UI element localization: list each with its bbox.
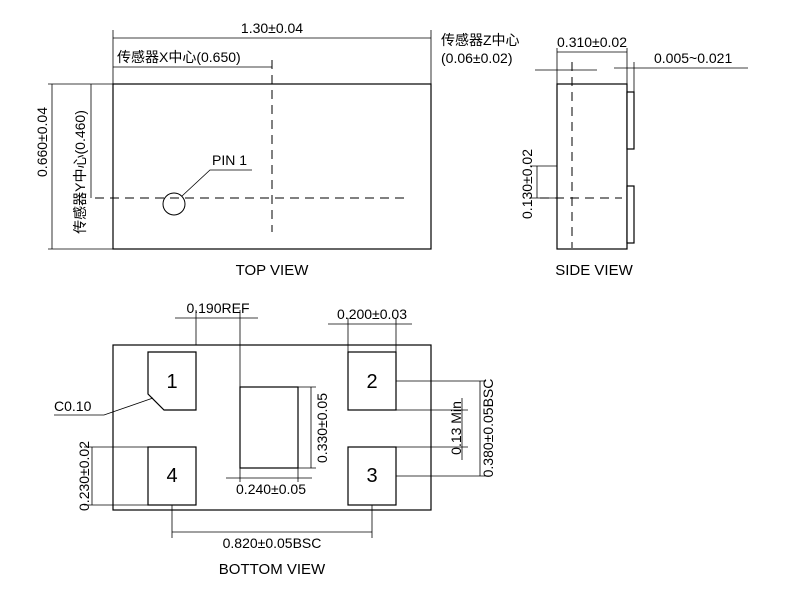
side-terminal-upper [626,91,635,150]
pad-width-dimension: 0.200±0.03 [337,306,407,322]
side-view-title: SIDE VIEW [555,262,633,279]
pad-height-dimension: 0.230±0.02 [76,441,92,511]
top-width-dimension: 1.30±0.04 [241,20,303,36]
pad-pitch-x-dimension: 0.820±0.05BSC [223,535,322,551]
side-thickness-dimension: 0.310±0.02 [557,34,627,50]
side-height-dimension: 0.130±0.02 [519,149,535,219]
center-pad-height-dimension: 0.330±0.05 [314,393,330,463]
pad-1-number: 1 [166,371,177,393]
center-pad-width-dimension: 0.240±0.05 [236,481,306,497]
bottom-view-title: BOTTOM VIEW [219,561,326,578]
pin1-marker-circle [162,192,186,216]
ref-dimension: 0.190REF [186,300,249,316]
sensor-z-center-label: 传感器Z中心 [441,32,520,48]
pad-1 [147,351,197,411]
pad-offset-dimension: 0.005~0.021 [654,50,732,66]
side-view-body-outline [556,83,628,250]
pin1-label: PIN 1 [212,152,247,168]
sensor-y-center-label: 传感器Y中心(0.460) [72,110,88,234]
pin1-leader-line [181,169,252,197]
pad-3-number: 3 [366,465,377,487]
chamfer-leader-line [54,397,154,416]
pad-pitch-y-dimension: 0.380±0.05BSC [480,379,496,478]
pad-4 [147,446,197,506]
side-terminal-lower [626,185,635,244]
sensor-x-center-label: 传感器X中心(0.650) [117,49,241,65]
top-height-dimension: 0.660±0.04 [34,107,50,177]
side-view: 传感器Z中心 (0.06±0.02) 0.310±0.02 0.005~0.02… [441,32,748,279]
top-view-title: TOP VIEW [236,262,310,279]
pad-2 [347,351,397,411]
top-view: 1.30±0.04 传感器X中心(0.650) 0.660±0.04 传感器Y中… [34,20,432,279]
pad-4-number: 4 [166,465,177,487]
sensor-z-center-value: (0.06±0.02) [441,50,513,66]
bottom-view: 1 2 3 4 0.190REF 0.200±0.03 C0.10 0.330±… [54,300,496,578]
chamfer-dimension: C0.10 [54,398,92,414]
center-pad [239,386,299,469]
pad-3 [347,446,397,506]
pad-gap-dimension: 0.13 Min [448,401,464,455]
pad-2-number: 2 [366,371,377,393]
